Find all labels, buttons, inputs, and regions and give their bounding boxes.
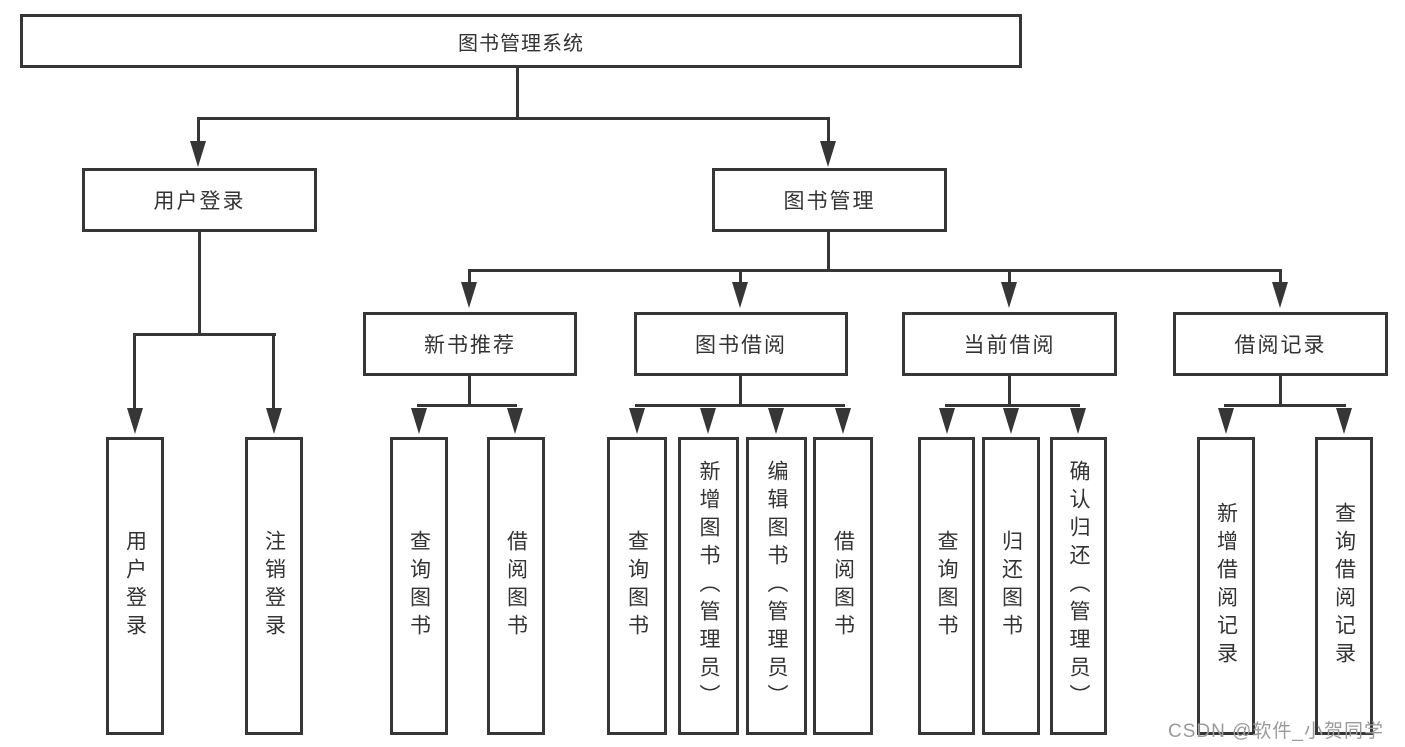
connector-drop-user-login xyxy=(197,117,200,143)
leaf-records-query-label: 查询借阅记录 xyxy=(1332,502,1356,670)
connector-drop-records xyxy=(1279,272,1282,284)
connector-borrow-rail xyxy=(635,404,845,407)
leaf-records-add-label: 新增借阅记录 xyxy=(1214,502,1238,670)
arrowhead-current xyxy=(1001,282,1017,308)
leaf-current-query-books-label: 查询图书 xyxy=(935,530,958,642)
arrowhead-borrow-query xyxy=(629,408,645,434)
arrowhead-records xyxy=(1272,282,1288,308)
leaf-user-login: 用户登录 xyxy=(106,437,164,735)
leaf-borrow-lend-books: 借阅图书 xyxy=(813,437,873,735)
arrowhead-borrow xyxy=(732,282,748,308)
arrowhead-logout-leaf xyxy=(266,408,282,434)
node-book-mgmt-label: 图书管理 xyxy=(783,190,876,213)
leaf-recommend-query-books-label: 查询图书 xyxy=(407,530,431,642)
leaf-logout-label: 注销登录 xyxy=(262,530,286,642)
node-borrow-records-label: 借阅记录 xyxy=(1234,334,1327,357)
leaf-recommend-borrow-books: 借阅图书 xyxy=(487,437,545,735)
node-book-borrow: 图书借阅 xyxy=(634,312,848,376)
leaf-recommend-borrow-books-label: 借阅图书 xyxy=(504,530,528,642)
leaf-logout: 注销登录 xyxy=(245,437,303,735)
connector-drop-current xyxy=(1008,272,1011,284)
arrowhead-borrow-lend xyxy=(835,408,851,434)
connector-user-stem xyxy=(198,232,201,336)
connector-root-rail xyxy=(197,117,830,120)
node-root: 图书管理系统 xyxy=(20,14,1022,68)
arrowhead-login-leaf xyxy=(127,408,143,434)
node-new-book-recommend-label: 新书推荐 xyxy=(424,334,516,357)
leaf-borrow-add-books-admin: 新增图书（管理员） xyxy=(678,437,739,735)
leaf-current-confirm-return-admin: 确认归还（管理员） xyxy=(1050,437,1107,735)
leaf-current-return-books-label: 归还图书 xyxy=(999,530,1023,642)
arrowhead-current-query xyxy=(939,408,955,434)
arrowhead-records-add xyxy=(1218,408,1234,434)
leaf-borrow-edit-books-admin-label: 编辑图书（管理员） xyxy=(765,460,788,712)
leaf-records-query: 查询借阅记录 xyxy=(1315,437,1373,735)
connector-records-stem xyxy=(1279,376,1282,407)
arrowhead-recommend xyxy=(461,282,477,308)
connector-borrow-stem xyxy=(739,376,742,407)
node-borrow-records: 借阅记录 xyxy=(1173,312,1388,376)
node-root-label: 图书管理系统 xyxy=(458,32,584,55)
connector-drop-book-mgmt xyxy=(827,117,830,143)
connector-current-stem xyxy=(1008,376,1011,407)
leaf-records-add: 新增借阅记录 xyxy=(1197,437,1255,735)
arrowhead-borrow-add xyxy=(700,408,716,434)
connector-records-rail xyxy=(1224,404,1346,407)
connector-mgmt-rail xyxy=(468,269,1282,272)
leaf-current-confirm-return-admin-label: 确认归还（管理员） xyxy=(1067,460,1090,712)
leaf-borrow-query-books: 查询图书 xyxy=(607,437,667,735)
node-new-book-recommend: 新书推荐 xyxy=(363,312,577,376)
connector-recommend-stem xyxy=(468,376,471,407)
connector-root-stem xyxy=(516,68,519,120)
leaf-current-return-books: 归还图书 xyxy=(982,437,1040,735)
connector-drop-recommend xyxy=(468,272,471,284)
leaf-user-login-label: 用户登录 xyxy=(123,530,147,642)
arrowhead-recommend-borrow xyxy=(507,408,523,434)
node-user-login-label: 用户登录 xyxy=(153,190,246,213)
arrowhead-recommend-query xyxy=(411,408,427,434)
arrowhead-current-confirm xyxy=(1070,408,1086,434)
node-book-borrow-label: 图书借阅 xyxy=(695,334,787,357)
connector-recommend-rail xyxy=(417,404,517,407)
connector-mgmt-stem xyxy=(827,232,830,272)
leaf-recommend-query-books: 查询图书 xyxy=(390,437,448,735)
node-current-borrow-label: 当前借阅 xyxy=(963,334,1056,357)
node-book-mgmt: 图书管理 xyxy=(712,168,947,232)
connector-drop-logout-leaf xyxy=(272,333,275,411)
leaf-current-query-books: 查询图书 xyxy=(918,437,975,735)
leaf-borrow-query-books-label: 查询图书 xyxy=(625,530,649,642)
arrowhead-borrow-edit xyxy=(768,408,784,434)
arrowhead-records-query xyxy=(1336,408,1352,434)
connector-user-rail xyxy=(134,333,276,336)
arrowhead-current-return xyxy=(1003,408,1019,434)
csdn-watermark: CSDN @软件_小贺同学 xyxy=(1168,721,1384,742)
arrowhead-book-mgmt xyxy=(820,141,836,167)
node-user-login: 用户登录 xyxy=(82,168,317,232)
leaf-borrow-edit-books-admin: 编辑图书（管理员） xyxy=(746,437,807,735)
leaf-borrow-lend-books-label: 借阅图书 xyxy=(831,530,855,642)
connector-current-rail xyxy=(945,404,1080,407)
node-current-borrow: 当前借阅 xyxy=(902,312,1117,376)
connector-drop-login-leaf xyxy=(133,333,136,411)
leaf-borrow-add-books-admin-label: 新增图书（管理员） xyxy=(697,460,720,712)
arrowhead-user-login xyxy=(190,141,206,167)
connector-drop-borrow xyxy=(739,272,742,284)
